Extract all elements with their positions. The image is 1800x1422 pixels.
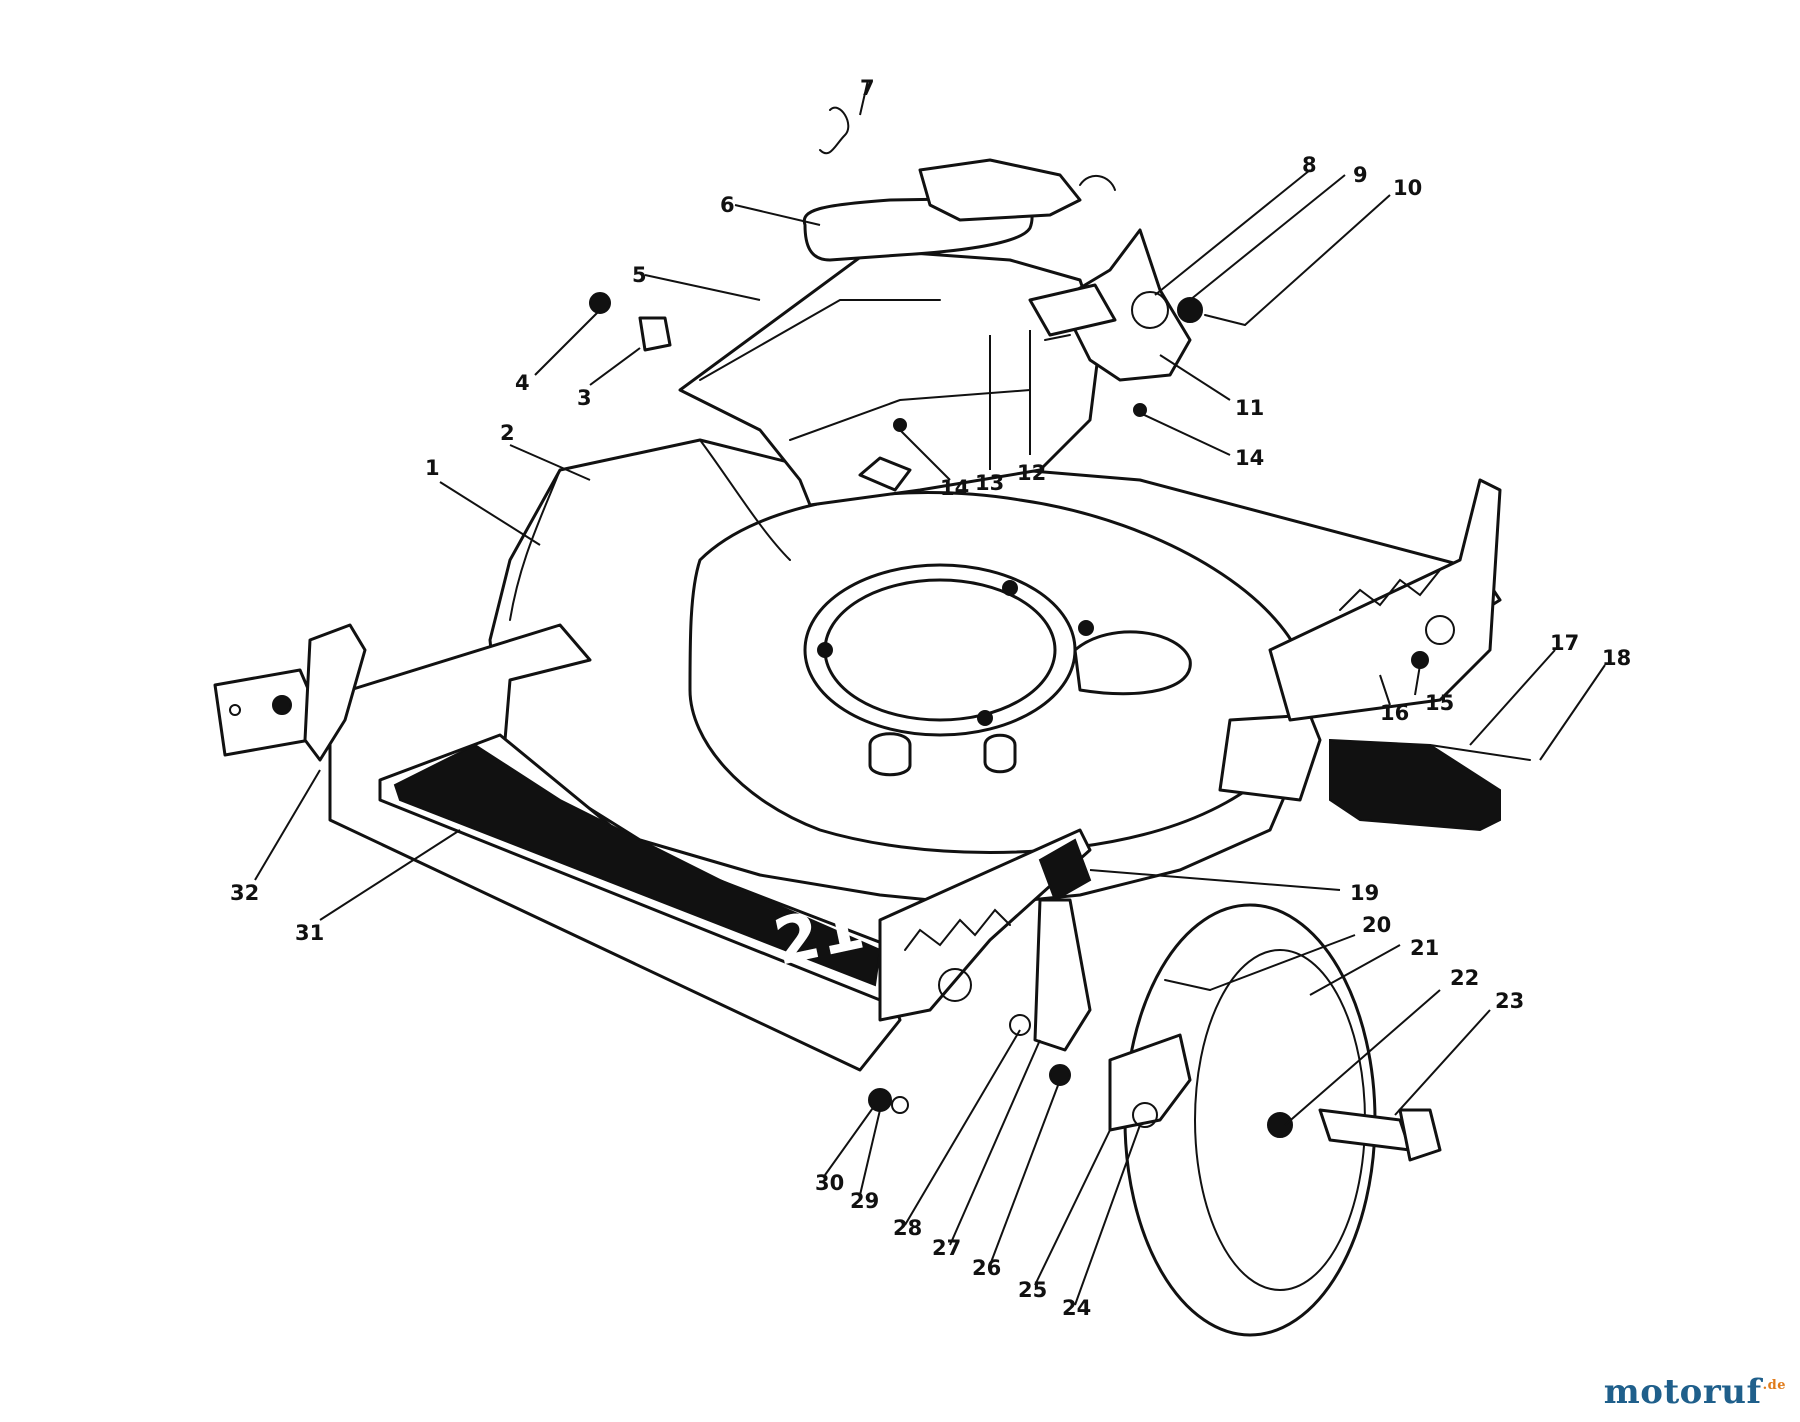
callout-22: 22 [1450,966,1479,990]
callout-numbers: 1 2 3 4 5 6 7 8 9 10 11 12 13 14 14 15 1… [230,76,1631,1320]
height-lever [1033,838,1092,1052]
callout-31: 31 [295,921,324,945]
callout-15: 15 [1425,691,1454,715]
callout-26: 26 [972,1256,1001,1280]
watermark-brand-suffix: ruf [1702,1372,1762,1412]
deck-housing [488,438,1502,907]
callout-4: 4 [515,371,530,395]
callout-8: 8 [1302,153,1317,177]
leader-lines [254,79,1606,1306]
callout-14a: 14 [940,476,969,500]
callout-11: 11 [1235,396,1264,420]
callout-27: 27 [932,1236,961,1260]
callout-24: 24 [1062,1296,1091,1320]
callout-20: 20 [1362,913,1391,937]
callout-18: 18 [1602,646,1631,670]
handle-grip [802,158,1116,262]
motoruf-watermark-logo: motoruf.de [1604,1372,1786,1412]
callout-19: 19 [1350,881,1379,905]
wheel-bracket [1108,1033,1192,1132]
callout-30: 30 [815,1171,844,1195]
callout-23: 23 [1495,989,1524,1013]
callout-21: 21 [1410,936,1439,960]
front-baffle: 21 [328,623,902,1072]
right-rear-plate [1268,478,1502,722]
callout-13: 13 [975,471,1004,495]
watermark-brand-prefix: moto [1603,1372,1703,1412]
handle-bracket [1028,228,1192,382]
callout-6: 6 [720,193,735,217]
callout-10: 10 [1393,176,1422,200]
decal-21-text: 21 [768,890,871,981]
callout-9: 9 [1353,163,1368,187]
callout-2: 2 [500,421,515,445]
callout-28: 28 [893,1216,922,1240]
callout-3: 3 [577,386,592,410]
watermark-tld: .de [1762,1378,1786,1393]
left-height-adjuster [213,623,367,762]
callout-12: 12 [1017,461,1046,485]
callout-17: 17 [1550,631,1579,655]
callout-25: 25 [1018,1278,1047,1302]
callout-7: 7 [860,76,875,100]
right-side-plate [878,828,1092,1022]
hardware [589,106,1531,1128]
rear-flap [1329,738,1501,832]
callout-32: 32 [230,881,259,905]
rear-chute [678,248,1102,507]
callout-5: 5 [632,263,647,287]
callout-16: 16 [1380,701,1409,725]
callout-29: 29 [850,1189,879,1213]
callout-14b: 14 [1235,446,1264,470]
callout-1: 1 [425,456,440,480]
